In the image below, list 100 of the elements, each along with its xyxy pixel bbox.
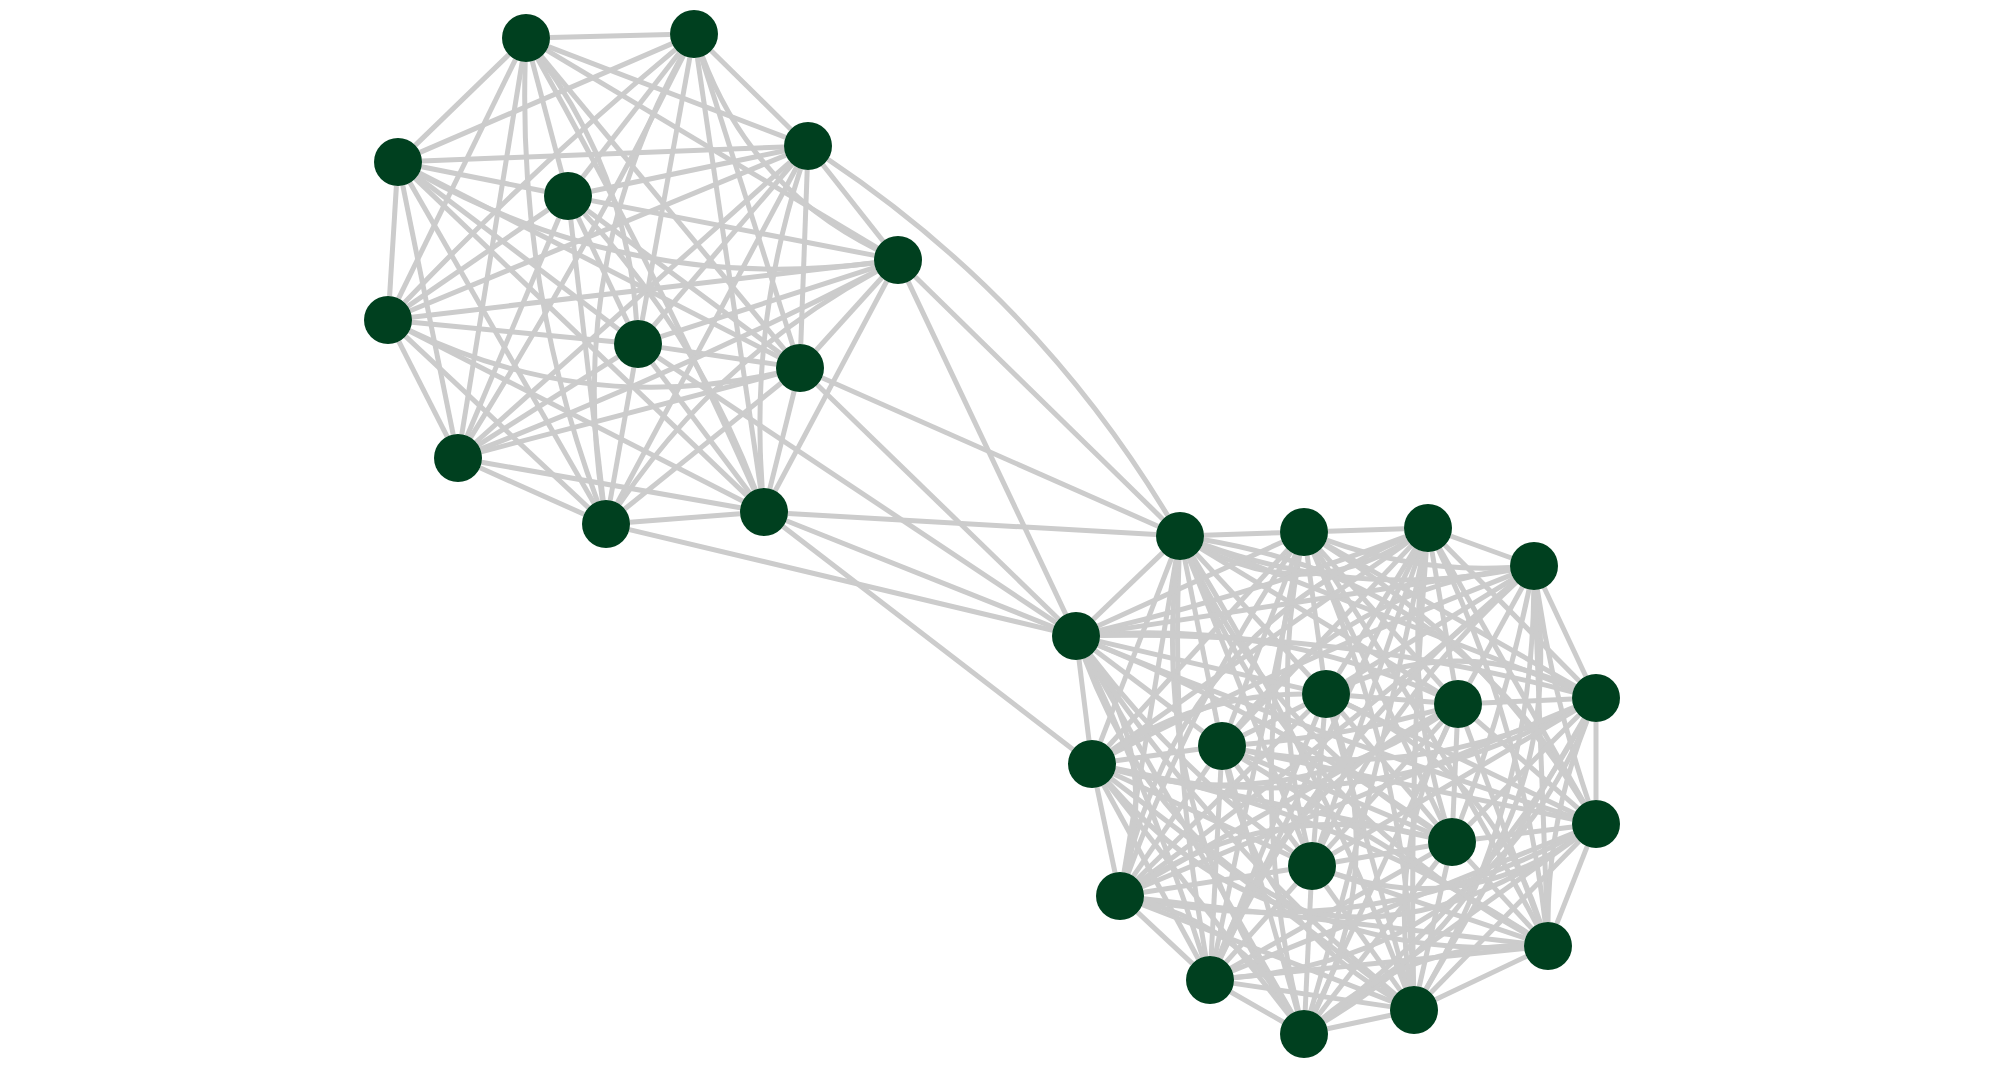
edge-line: [698, 56, 796, 346]
edge-line: [661, 345, 777, 367]
edge-line: [1143, 867, 1289, 895]
edge-line: [1349, 693, 1435, 705]
network-node: [1096, 872, 1144, 920]
edge-line: [1284, 555, 1309, 844]
edge-line: [1224, 882, 1298, 964]
edge-line: [1243, 752, 1431, 836]
network-node: [374, 138, 422, 186]
edge-line: [549, 32, 671, 40]
edge-line: [1323, 541, 1577, 689]
edge-line: [1312, 715, 1359, 1014]
edge-line: [1242, 702, 1306, 738]
edge-line: [1216, 712, 1438, 959]
edge-line: [408, 328, 744, 504]
network-node: [1434, 680, 1482, 728]
edge-line: [1125, 550, 1293, 875]
edge-line: [1467, 585, 1525, 685]
edge-line: [1458, 588, 1532, 821]
edge-line: [547, 44, 787, 140]
edge-line: [1449, 533, 1513, 561]
edge-line: [1110, 539, 1410, 753]
network-node: [1572, 800, 1620, 848]
edge-line: [1318, 548, 1444, 688]
edge-line: [767, 390, 797, 490]
edge-line: [1076, 659, 1092, 741]
edge-line: [1190, 555, 1408, 989]
edge-line: [575, 216, 631, 324]
edge-line: [1436, 548, 1548, 923]
edge-line: [413, 176, 749, 498]
edge-line: [1100, 632, 1574, 695]
edge-line: [402, 47, 678, 305]
edge-line: [1236, 543, 1414, 731]
edge-line: [821, 375, 1159, 529]
edge-line: [481, 459, 741, 511]
edge-line: [1091, 550, 1165, 622]
edge-line: [1346, 701, 1543, 925]
edge-line: [1203, 530, 1281, 538]
edge-line: [1245, 708, 1436, 747]
edge-line: [409, 152, 787, 314]
edge-line: [1182, 559, 1220, 723]
network-node: [614, 320, 662, 368]
edge-line: [591, 198, 875, 258]
edge-line: [1330, 716, 1410, 988]
edge-line: [396, 58, 518, 300]
edge-line: [1114, 715, 1440, 788]
edge-line: [1141, 902, 1393, 1004]
edge-line: [1308, 551, 1426, 1012]
edge-line: [1244, 748, 1574, 822]
network-node: [502, 14, 550, 62]
edge-line: [913, 275, 1165, 521]
edge-line: [1316, 859, 1440, 1017]
edge-line: [639, 57, 693, 321]
edge-line: [411, 319, 615, 345]
edge-line: [1339, 710, 1439, 826]
network-node: [1186, 956, 1234, 1004]
network-node: [1572, 674, 1620, 722]
edge-line: [1233, 945, 1525, 981]
edge-line: [396, 340, 450, 438]
edge-line: [1175, 559, 1209, 957]
edge-line: [617, 269, 879, 506]
edge-line: [1416, 864, 1450, 988]
edge-line: [568, 219, 606, 501]
network-node: [1198, 722, 1246, 770]
edge-line: [1199, 546, 1439, 694]
edge-line: [1429, 839, 1581, 995]
edge-line: [1423, 717, 1587, 991]
edge-line: [411, 260, 875, 320]
edge-line: [1141, 704, 1575, 890]
edge-line: [1346, 702, 1576, 816]
network-node: [1156, 512, 1204, 560]
network-node: [544, 172, 592, 220]
edge-line: [1401, 724, 1450, 987]
edge-line: [660, 265, 876, 339]
network-node: [1280, 508, 1328, 556]
edge-line: [1320, 580, 1519, 846]
edge-line: [1098, 557, 1174, 743]
network-node: [364, 296, 412, 344]
network-node: [776, 344, 824, 392]
network-node: [1288, 842, 1336, 890]
edge-line: [522, 61, 600, 503]
edge-line: [1228, 553, 1298, 725]
edge-line: [476, 354, 620, 448]
edge-line: [1096, 539, 1284, 629]
edge-line: [1317, 550, 1423, 844]
edge-line: [580, 51, 682, 179]
edge-line: [1302, 889, 1314, 1011]
edge-line: [785, 518, 1055, 630]
edge-line: [650, 361, 752, 495]
edge-line: [757, 168, 803, 489]
edge-line: [413, 52, 511, 148]
edge-line: [535, 57, 757, 492]
network-node: [784, 122, 832, 170]
network-node: [670, 10, 718, 58]
edge-line: [623, 381, 783, 511]
edge-line: [1135, 910, 1195, 966]
edge-line: [408, 328, 778, 390]
network-node: [1524, 922, 1572, 970]
edge-line: [419, 41, 673, 155]
edge-line: [1326, 1012, 1392, 1032]
